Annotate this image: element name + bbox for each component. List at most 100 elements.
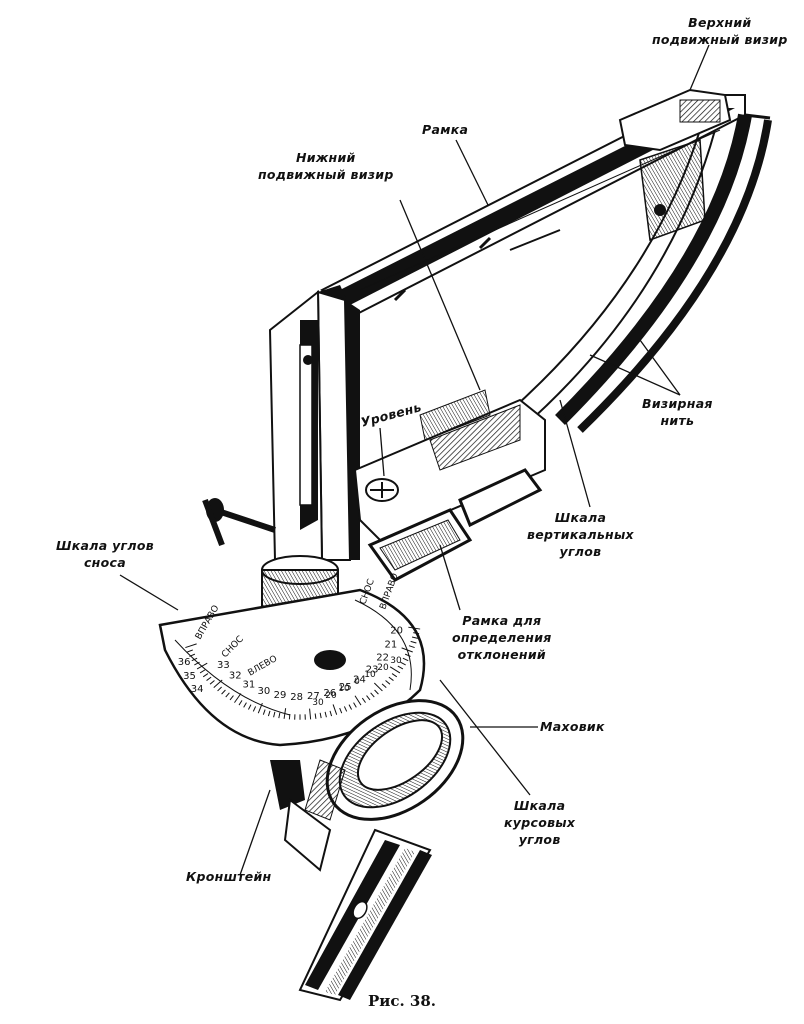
dial-tick	[247, 704, 252, 710]
label-line: Нижний	[296, 150, 356, 165]
label-line: вертикальных	[527, 527, 634, 542]
leader-lines	[119, 44, 710, 876]
dial-tick	[389, 666, 401, 674]
bracket	[270, 759, 432, 1002]
dial-tick	[243, 702, 247, 708]
dial-number: 32	[229, 671, 242, 682]
dial-tick	[373, 682, 383, 692]
dial-number: 31	[242, 679, 255, 690]
label-sight-thread: Визирная нить	[642, 395, 713, 429]
dial-number: 29	[274, 690, 287, 701]
dial-tick	[267, 710, 271, 717]
label-line: сноса	[83, 555, 126, 570]
dial-number: 26	[323, 688, 336, 699]
label-line: Шкала углов	[56, 538, 154, 553]
dial-tick	[366, 695, 371, 701]
dial-tick	[410, 640, 417, 644]
dial-tick	[404, 653, 411, 657]
dial-tick	[402, 657, 409, 662]
label-line: Рамка для	[462, 613, 542, 628]
dial-tick	[238, 700, 243, 706]
dial-tick	[194, 661, 200, 666]
dial-inner-number: 30	[312, 698, 324, 708]
label-line: подвижный визир	[652, 32, 788, 47]
dial-tick	[397, 665, 404, 670]
dial-tick	[309, 708, 312, 720]
dial-tick	[185, 643, 197, 649]
frame	[268, 88, 772, 582]
dial-tick	[314, 713, 317, 719]
dial-tick	[401, 647, 413, 653]
dial-tick	[411, 636, 418, 639]
dial-number: 30	[258, 686, 271, 697]
dial-tick	[213, 679, 223, 689]
label-handwheel: Маховик	[540, 718, 605, 735]
dial-tick	[353, 702, 357, 708]
dial-tick	[283, 708, 287, 719]
dial-tick	[257, 702, 263, 714]
dial-tick	[332, 704, 338, 715]
label-line: углов	[559, 544, 602, 559]
dial-tick	[273, 711, 276, 718]
dial-tick	[400, 661, 406, 666]
dial-tick	[187, 649, 194, 653]
dial-tick	[343, 706, 348, 712]
dial-tick	[324, 711, 327, 718]
dial-number: 28	[290, 692, 303, 703]
label-line: Визирная	[642, 396, 713, 411]
dial-tick	[385, 680, 391, 685]
dial-word: ВПРАВО	[378, 572, 400, 611]
dial-tick	[202, 673, 209, 678]
dial-tick	[234, 693, 242, 703]
dial-tick	[388, 676, 394, 681]
dial-number: 34	[191, 684, 204, 695]
dial-tick	[199, 669, 206, 674]
dial-number: 24	[353, 674, 366, 685]
dial-tick	[196, 662, 208, 670]
dial-tick	[339, 707, 343, 714]
dial-inner-number: 10	[338, 684, 350, 694]
label-line: нить	[660, 413, 695, 428]
dial-tick	[221, 689, 226, 695]
dial-inner-number: 0	[354, 677, 360, 687]
dial-inner-number: 20	[325, 691, 337, 701]
dial-number: 27	[307, 691, 320, 702]
label-line: Маховик	[540, 719, 605, 734]
label-line: отклонений	[457, 647, 546, 662]
label-drift-scale: Шкала углов сноса	[56, 537, 154, 571]
label-bracket: Кронштейн	[186, 868, 271, 885]
dial-tick	[370, 692, 375, 698]
dial-tick	[225, 692, 230, 698]
label-course-scale: Шкала курсовых углов	[504, 797, 575, 848]
label-frame: Рамка	[422, 121, 468, 138]
label-vertical-scale: Шкала вертикальных углов	[527, 509, 634, 560]
label-line: подвижный визир	[258, 167, 394, 182]
dial-tick	[413, 632, 420, 635]
dial-tick	[329, 710, 333, 717]
dial-tick	[229, 695, 234, 701]
dial-tick	[191, 657, 198, 662]
dial-number: 25	[339, 682, 352, 693]
label-line: курсовых	[504, 815, 576, 830]
label-line: Верхний	[688, 15, 752, 30]
dial-number: 36	[178, 657, 191, 668]
dial-number: 23	[366, 664, 379, 675]
handwheel	[325, 699, 465, 821]
dial-number: 33	[217, 660, 230, 671]
label-line: углов	[518, 832, 561, 847]
dial-inner-number: 20	[377, 663, 389, 673]
dial-tick	[209, 680, 215, 685]
label-deviation-frame: Рамка для определения отклонений	[452, 612, 552, 663]
label-lower-sight: Нижний подвижный визир	[258, 149, 394, 183]
dial-number: 21	[385, 639, 398, 650]
dial-tick	[374, 689, 379, 695]
dial-tick	[252, 706, 257, 712]
dial-tick	[348, 704, 353, 710]
dial-tick	[391, 673, 398, 678]
dial-number: 35	[183, 671, 196, 682]
label-line: Рамка	[422, 122, 469, 137]
label-line: определения	[452, 630, 552, 645]
label-line: Шкала	[513, 798, 566, 813]
